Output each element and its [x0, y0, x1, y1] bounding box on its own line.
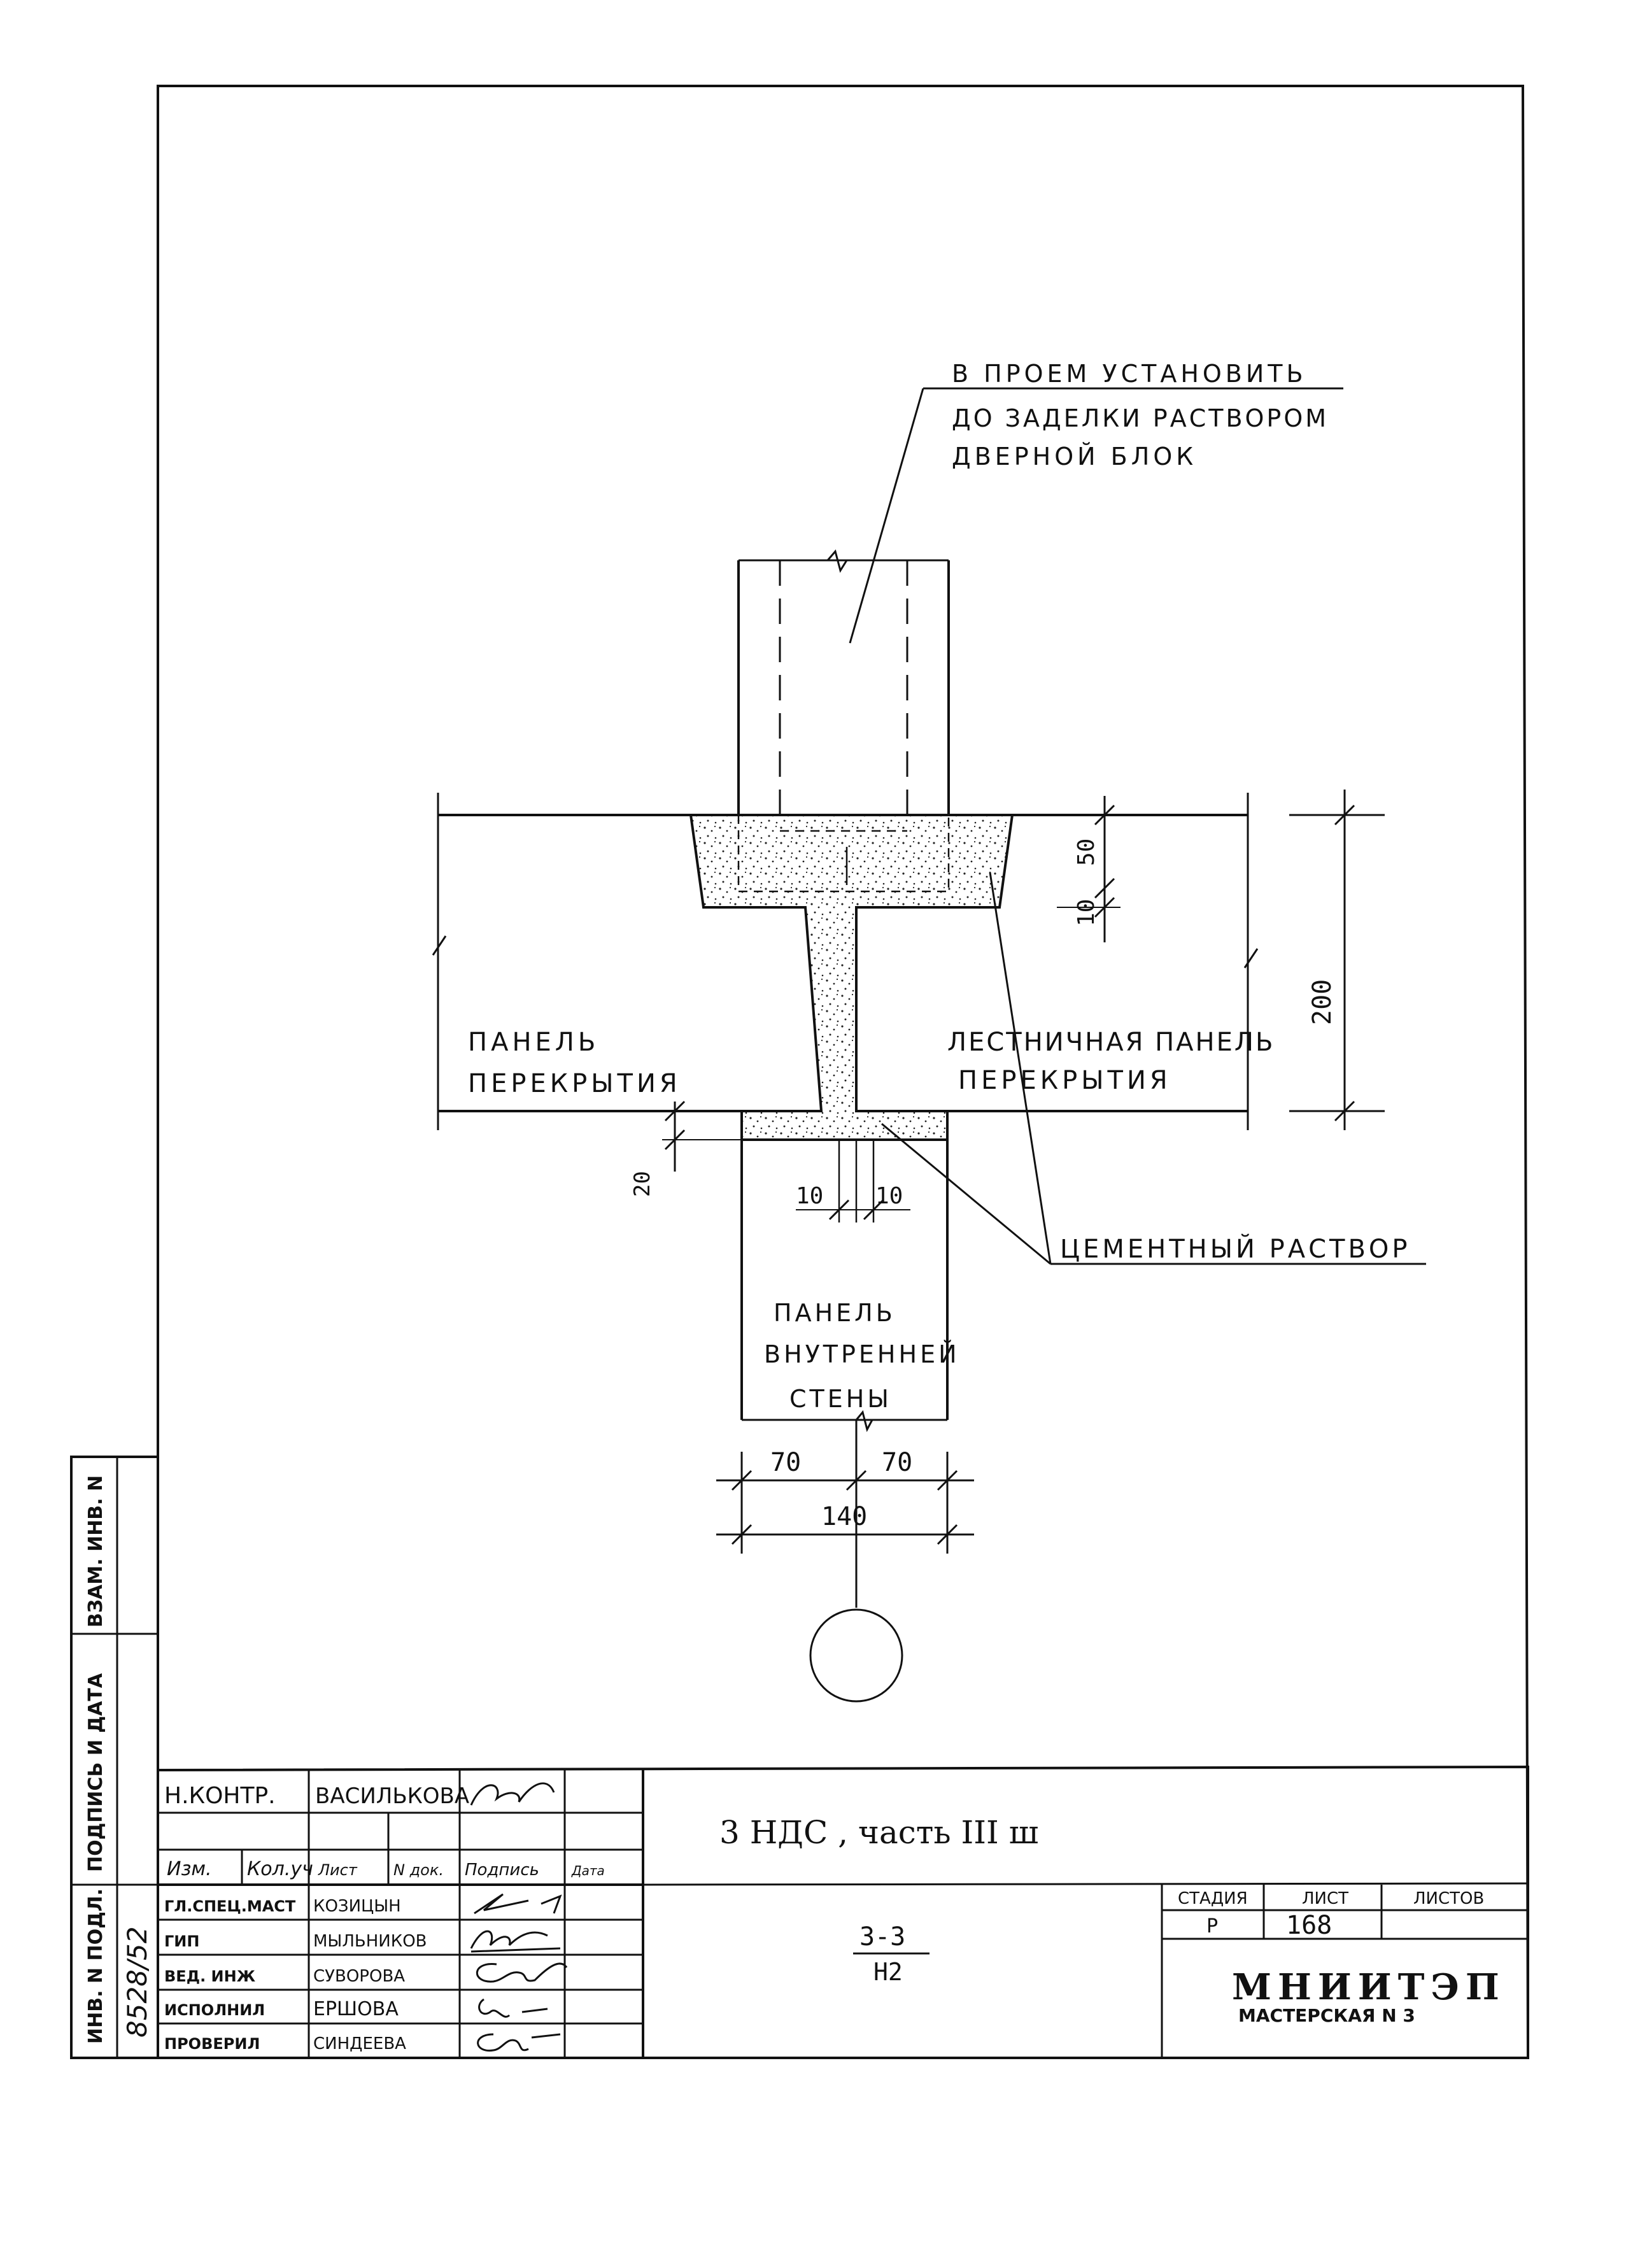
dimension-gap: 20 — [630, 1100, 742, 1197]
side-stamp: ВЗАМ. ИНВ. N ПОДПИСЬ И ДАТА ИНВ. N ПОДЛ.… — [70, 1456, 159, 2059]
row-signature — [478, 1998, 548, 2018]
door-note-line-2: ДО ЗАДЕЛКИ РАСТВОРОМ — [952, 404, 1329, 432]
stage-label: СТАДИЯ — [1178, 1889, 1248, 1908]
row-name: ЕРШОВА — [313, 1998, 399, 2020]
row-role: ПРОВЕРИЛ — [164, 2035, 260, 2053]
dim-140: 140 — [821, 1502, 867, 1531]
stage-value: Р — [1206, 1915, 1218, 1938]
dimension-right: 50 10 200 — [1057, 790, 1385, 1130]
mortar-note-text: ЦЕМЕНТНЫЙ РАСТВОР — [1060, 1233, 1411, 1264]
dim-50: 50 — [1073, 839, 1099, 866]
header-kol-uch: Кол.уч — [247, 1858, 313, 1880]
wall-panel-label-2: ВНУТРЕННЕЙ — [764, 1340, 960, 1368]
dim-20: 20 — [630, 1171, 655, 1197]
title-block: Н.КОНТР. ВАСИЛЬКОВА Изм. Кол.уч Лист N д… — [157, 1765, 1529, 2059]
door-note: В ПРОЕМ УСТАНОВИТЬ ДО ЗАДЕЛКИ РАСТВОРОМ … — [849, 360, 1343, 644]
dim-10-top: 10 — [1073, 899, 1099, 926]
row-role: ВЕД. ИНЖ — [164, 1967, 256, 1985]
row-role: ГИП — [164, 1932, 199, 1950]
org-name: МНИИТЭП — [1232, 1966, 1506, 2008]
header-data: Дата — [571, 1863, 605, 1878]
wall-panel-label-3: СТЕНЫ — [789, 1385, 892, 1413]
row-role: ГЛ.СПЕЦ.МАСТ — [164, 1897, 296, 1915]
header-list: Лист — [318, 1861, 358, 1879]
project-title: 3 НДС , часть III ш — [719, 1814, 1038, 1851]
row-name: СУВОРОВА — [313, 1967, 405, 1986]
row-name: КОЗИЦЫН — [313, 1897, 401, 1916]
signatory-row: ГЛ.СПЕЦ.МАСТ КОЗИЦЫН — [164, 1893, 562, 1916]
section-sheet: Н2 — [873, 1958, 903, 1986]
row-signature — [470, 1930, 561, 1953]
inner-wall-panel — [740, 1138, 949, 1433]
row-signature — [474, 1893, 562, 1915]
dim-10-right: 10 — [875, 1183, 903, 1209]
dim-70-right: 70 — [882, 1448, 912, 1477]
signatory-row: ПРОВЕРИЛ СИНДЕЕВА — [164, 2033, 561, 2053]
sheet-label: ЛИСТ — [1302, 1889, 1348, 1908]
header-izm: Изм. — [167, 1858, 212, 1880]
axis-marker — [809, 1420, 903, 1703]
header-podpis: Подпись — [465, 1860, 539, 1880]
dimension-joint-width: 10 10 — [796, 1183, 910, 1221]
row-signature — [477, 2033, 561, 2052]
door-note-line-1: В ПРОЕМ УСТАНОВИТЬ — [952, 360, 1307, 388]
n-kontr-name: ВАСИЛЬКОВА — [315, 1783, 469, 1809]
dim-200: 200 — [1308, 979, 1337, 1025]
inv-number: 8528/52 — [122, 1927, 153, 2038]
wall-panel-label-1: ПАНЕЛЬ — [774, 1299, 896, 1327]
vzam-inv-label: ВЗАМ. ИНВ. N — [85, 1475, 107, 1627]
signature-date-label: ПОДПИСЬ И ДАТА — [85, 1673, 107, 1872]
row-name: МЫЛЬНИКОВ — [313, 1932, 427, 1951]
section-number: 3-3 — [859, 1922, 905, 1952]
floor-panel-label-2: ПЕРЕКРЫТИЯ — [468, 1069, 681, 1098]
stair-panel-label-1: ЛЕСТНИЧНАЯ ПАНЕЛЬ — [947, 1028, 1275, 1057]
dim-10-left: 10 — [796, 1183, 823, 1209]
signatory-row: ВЕД. ИНЖ СУВОРОВА — [164, 1962, 568, 1986]
inv-orig-label: ИНВ. N ПОДЛ. — [85, 1889, 107, 2044]
stair-panel-label-2: ПЕРЕКРЫТИЯ — [958, 1066, 1171, 1095]
n-kontr-signature — [470, 1782, 555, 1806]
dim-70-left: 70 — [770, 1448, 801, 1477]
row-signature — [476, 1962, 568, 1983]
org-sub: МАСТЕРСКАЯ N 3 — [1238, 2005, 1415, 2026]
row-name: СИНДЕЕВА — [313, 2034, 406, 2053]
sheets-label: ЛИСТОВ — [1413, 1889, 1484, 1908]
mortar-note: ЦЕМЕНТНЫЙ РАСТВОР — [881, 872, 1426, 1265]
row-role: ИСПОЛНИЛ — [164, 2001, 265, 2019]
dimension-wall-width: 70 70 140 — [716, 1448, 974, 1554]
floor-panel-label-1: ПАНЕЛЬ — [468, 1028, 599, 1057]
header-n-dok: N док. — [393, 1861, 444, 1879]
section-drawing: 50 10 200 20 10 10 — [432, 360, 1426, 1703]
signatory-row: ИСПОЛНИЛ ЕРШОВА — [164, 1998, 548, 2020]
n-kontr-label: Н.КОНТР. — [164, 1783, 276, 1809]
door-note-line-3: ДВЕРНОЙ БЛОК — [952, 443, 1197, 471]
sheet-value: 168 — [1286, 1911, 1332, 1940]
signatory-row: ГИП МЫЛЬНИКОВ — [164, 1930, 561, 1953]
